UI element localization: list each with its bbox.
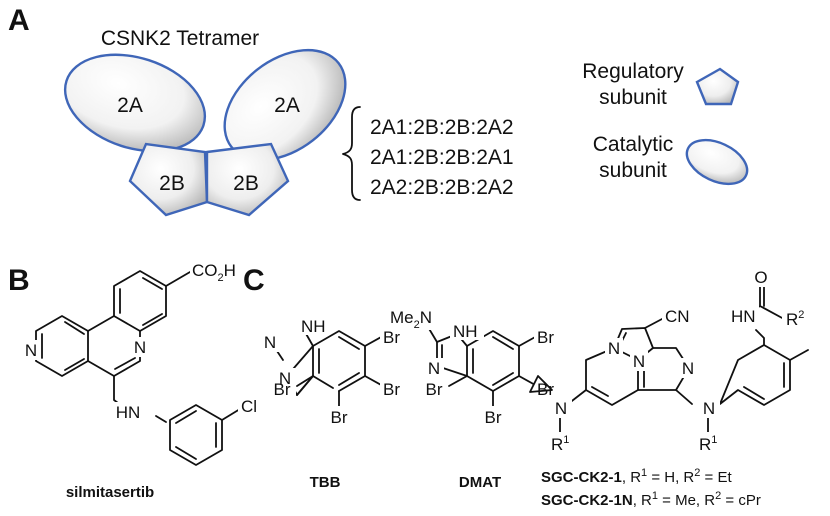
silmitasertib-structure: N N CO2H HN Cl <box>22 258 266 466</box>
sgc-atom-cn: CN <box>665 307 690 326</box>
silmitasertib-atom-n-core: N <box>134 338 146 357</box>
silmitasertib-atom-nh: HN <box>116 403 141 422</box>
sgc-caption-1: SGC-CK2-1, R1 = H, R2 = Et <box>541 467 732 486</box>
dmat-atom-me2n: Me2N <box>390 308 432 331</box>
dmat-atom-nh: NH <box>453 322 478 341</box>
sgc-atom-o: O <box>754 268 767 287</box>
combination-1: 2A1:2B:2B:2A2 <box>370 116 514 139</box>
sgc-caption-2-mid: = Me, R <box>658 492 715 509</box>
legend-catalytic-line2: subunit <box>599 159 667 182</box>
legend-regulatory-line1: Regulatory <box>582 60 684 83</box>
dmat-me2n-sub: 2 <box>414 319 420 331</box>
dmat-atom-br3: Br <box>485 408 502 427</box>
legend-regulatory-pentagon-icon <box>695 67 740 106</box>
tetramer-title: CSNK2 Tetramer <box>101 27 259 50</box>
legend-catalytic-ellipse-icon <box>685 138 749 186</box>
tbb-atom-br2: Br <box>383 380 400 399</box>
combination-3: 2A2:2B:2B:2A2 <box>370 176 514 199</box>
tbb-atom-n2: N <box>279 369 291 388</box>
sgc-r1-left-sup: 1 <box>563 434 569 446</box>
panel-label-b: B <box>8 264 30 297</box>
sgc-r1-right-sup: 1 <box>711 434 717 446</box>
silmitasertib-atom-acid: CO2H <box>192 261 236 284</box>
dmat-me2n-me: Me <box>390 308 414 327</box>
sgc-caption-1-mid: = H, R <box>647 469 694 486</box>
silmitasertib-atom-cl: Cl <box>241 397 257 416</box>
tbb-atom-br4: Br <box>274 380 291 399</box>
sgc-atom-r1-right: R1 <box>699 434 717 454</box>
catalytic-right-label: 2A <box>274 94 300 117</box>
dmat-atom-br2: Br <box>537 380 554 399</box>
sgc-caption-2-post: = cPr <box>721 492 761 509</box>
tbb-atom-br3: Br <box>331 408 348 427</box>
sgc-caption-1-pre: , R <box>622 469 641 486</box>
silmitasertib-acid-sub: 2 <box>218 272 224 284</box>
sgc-atom-n-right: N <box>703 399 715 418</box>
tbb-structure: NH N N Br Br Br Br <box>260 315 408 428</box>
catalytic-subunit-left: 2A <box>63 53 207 153</box>
dmat-atom-n: N <box>428 359 440 378</box>
silmitasertib-atom-n-ring: N <box>25 341 37 360</box>
legend-regulatory-line2: subunit <box>599 86 667 109</box>
sgc-r1-right-r: R <box>699 435 711 454</box>
sgc-atom-n-pyr1: N <box>608 339 620 358</box>
regulatory-left-label: 2B <box>159 172 185 195</box>
sgc-r2-sup: 2 <box>798 309 804 321</box>
dmat-atom-br4: Br <box>426 380 443 399</box>
silmitasertib-name: silmitasertib <box>66 484 154 501</box>
sgc-atom-n-left: N <box>555 399 567 418</box>
combination-2: 2A1:2B:2B:2A1 <box>370 146 514 169</box>
dmat-me2n-n: N <box>420 308 432 327</box>
sgc-r2-r: R <box>786 310 798 329</box>
sgc-caption-2-sup1: 1 <box>652 490 658 502</box>
sgc-caption-1-post: = Et <box>700 469 732 486</box>
sgc-r1-left-r: R <box>551 435 563 454</box>
sgc-ck2-structure: N N N CN N N HN O R2 R1 R1 <box>529 267 810 456</box>
sgc-atom-hn: HN <box>731 307 756 326</box>
silmitasertib-acid-co: CO <box>192 261 218 280</box>
tbb-atom-nh: NH <box>301 317 326 336</box>
sgc-caption-2: SGC-CK2-1N, R1 = Me, R2 = cPr <box>541 490 761 509</box>
sgc-caption-1-sup2: 2 <box>694 467 700 479</box>
tbb-atom-n1: N <box>264 333 276 352</box>
legend-catalytic-line1: Catalytic <box>593 133 674 156</box>
combination-brace <box>342 106 361 201</box>
dmat-atom-br1: Br <box>537 328 554 347</box>
panel-label-c: C <box>243 264 265 297</box>
sgc-atom-r2: R2 <box>786 309 804 329</box>
silmitasertib-acid-h: H <box>224 261 236 280</box>
sgc-caption-1-name: SGC-CK2-1 <box>541 469 622 486</box>
tbb-name: TBB <box>310 474 341 491</box>
regulatory-right-label: 2B <box>233 172 259 195</box>
regulatory-subunit-right: 2B <box>205 142 290 217</box>
sgc-caption-2-name: SGC-CK2-1N <box>541 492 633 509</box>
sgc-caption-1-sup1: 1 <box>641 467 647 479</box>
dmat-name: DMAT <box>459 474 501 491</box>
tbb-atom-br1: Br <box>383 328 400 347</box>
panel-label-a: A <box>8 4 30 37</box>
dmat-structure: NH N Me2N Br Br Br Br <box>388 306 562 428</box>
regulatory-subunit-left: 2B <box>128 142 209 217</box>
catalytic-left-label: 2A <box>117 94 143 117</box>
sgc-atom-n-pym: N <box>682 359 694 378</box>
sgc-caption-2-sup2: 2 <box>715 490 721 502</box>
sgc-atom-n-pyr2: N <box>633 352 645 371</box>
sgc-atom-r1-left: R1 <box>551 434 569 454</box>
sgc-caption-2-pre: , R <box>633 492 652 509</box>
catalytic-subunit-right: 2A <box>223 48 347 162</box>
